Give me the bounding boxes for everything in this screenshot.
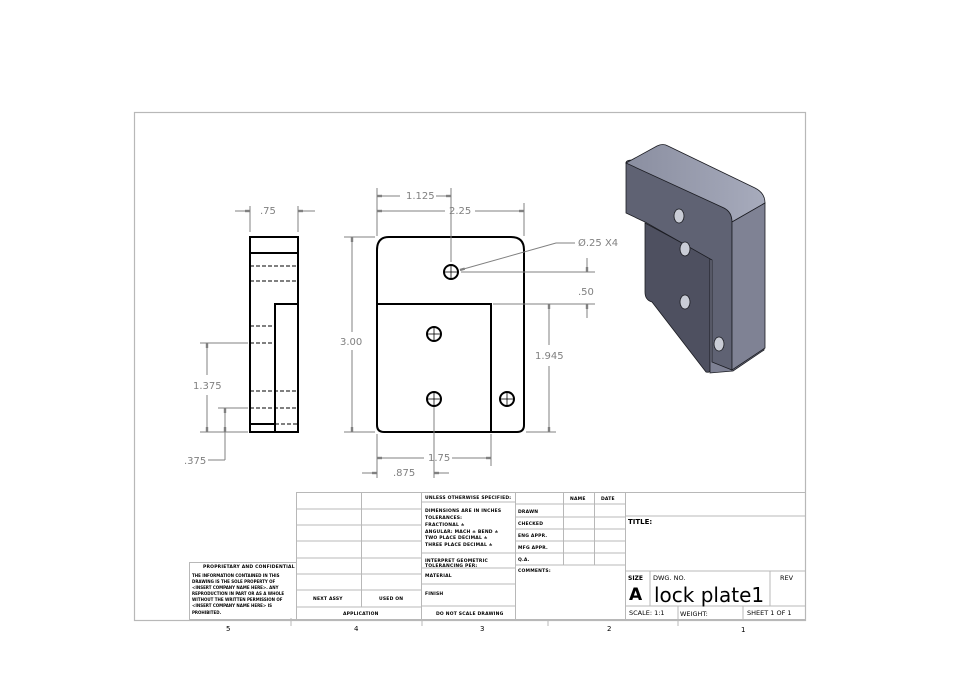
isometric-view: [625, 144, 766, 374]
interpret-label: INTERPRET GEOMETRIC: [425, 558, 488, 564]
proprietary-line: DRAWING IS THE SOLE PROPERTY OF: [192, 579, 276, 584]
dim-front-width: 2.25: [449, 206, 471, 217]
hole-1: [443, 264, 459, 280]
dim-step-height: 1.945: [535, 351, 564, 362]
three-place-label: THREE PLACE DECIMAL ±: [425, 542, 493, 548]
used-on-label: USED ON: [379, 596, 403, 602]
proprietary-line: THE INFORMATION CONTAINED IN THIS: [192, 573, 280, 578]
fractional-label: FRACTIONAL ±: [425, 522, 465, 528]
qa-label: Q.A.: [518, 557, 530, 563]
dim-side-height-b: .375: [184, 456, 206, 467]
title-block: [189, 492, 806, 626]
weight-label: WEIGHT:: [680, 610, 708, 618]
angular-label: ANGULAR: MACH ± BEND ±: [425, 529, 498, 535]
proprietary-heading: PROPRIETARY AND CONFIDENTIAL: [203, 564, 295, 570]
title-label: TITLE:: [628, 518, 652, 526]
front-view: 1.125 2.25 3.00 Ø.25 X4 .50 1.945 1.75 .…: [340, 188, 618, 479]
dim-front-height: 3.00: [340, 337, 362, 348]
next-assy-label: NEXT ASSY: [313, 596, 343, 602]
drawn-label: DRAWN: [518, 509, 538, 515]
proprietary-line: <INSERT COMPANY NAME HERE>. ANY: [192, 585, 279, 590]
unless-specified-label: UNLESS OTHERWISE SPECIFIED:: [425, 495, 511, 501]
eng-appr-label: ENG APPR.: [518, 533, 547, 539]
proprietary-line: REPRODUCTION IN PART OR AS A WHOLE: [192, 591, 284, 596]
hole-3: [426, 391, 442, 407]
side-view: .75 1.375 .375: [184, 206, 315, 467]
hole-4: [499, 391, 515, 407]
finish-label: FINISH: [425, 591, 443, 597]
dim-step-width: 1.75: [428, 453, 450, 464]
comments-label: COMMENTS:: [518, 568, 551, 574]
dim-hole-callout: Ø.25 X4: [578, 237, 618, 249]
dwg-no-value: lock plate1: [654, 583, 764, 607]
zone-2: 2: [607, 625, 611, 633]
tolerances-label: TOLERANCES:: [425, 515, 462, 521]
two-place-label: TWO PLACE DECIMAL ±: [425, 535, 488, 541]
zone-5: 5: [226, 625, 230, 633]
hole-2: [426, 326, 442, 342]
zone-3: 3: [480, 625, 484, 633]
sheet-border: [133, 111, 807, 622]
name-header: NAME: [570, 496, 586, 502]
mfg-appr-label: MFG APPR.: [518, 545, 548, 551]
dims-note: DIMENSIONS ARE IN INCHES: [425, 508, 501, 514]
date-header: DATE: [601, 496, 615, 502]
zone-1: 1: [741, 626, 745, 634]
proprietary-notice: PROPRIETARY AND CONFIDENTIAL THE INFORMA…: [192, 564, 295, 615]
checked-label: CHECKED: [518, 521, 543, 527]
sheet-label: SHEET 1 OF 1: [747, 609, 792, 617]
size-value: A: [629, 585, 643, 605]
rev-label: REV: [780, 574, 794, 582]
size-label: SIZE: [628, 575, 643, 582]
dim-hole-x: .875: [393, 468, 415, 479]
application-label: APPLICATION: [343, 611, 379, 617]
scale-label: SCALE: 1:1: [629, 609, 665, 617]
dim-front-half-width: 1.125: [406, 191, 435, 202]
do-not-scale-label: DO NOT SCALE DRAWING: [436, 611, 504, 617]
zone-markers: 5 4 3 2 1: [226, 625, 745, 634]
zone-4: 4: [354, 625, 359, 633]
dwg-no-label: DWG. NO.: [653, 574, 685, 582]
tolerancing-label: TOLERANCING PER:: [425, 563, 477, 569]
proprietary-line: <INSERT COMPANY NAME HERE> IS: [192, 603, 272, 608]
title-block-text: UNLESS OTHERWISE SPECIFIED: DIMENSIONS A…: [313, 495, 794, 618]
dim-side-height-a: 1.375: [193, 381, 222, 392]
material-label: MATERIAL: [425, 573, 452, 579]
dim-side-width: .75: [260, 206, 276, 217]
proprietary-line: WITHOUT THE WRITTEN PERMISSION OF: [192, 597, 283, 602]
proprietary-line: PROHIBITED.: [192, 610, 222, 615]
dim-hole-offset: .50: [578, 287, 594, 298]
